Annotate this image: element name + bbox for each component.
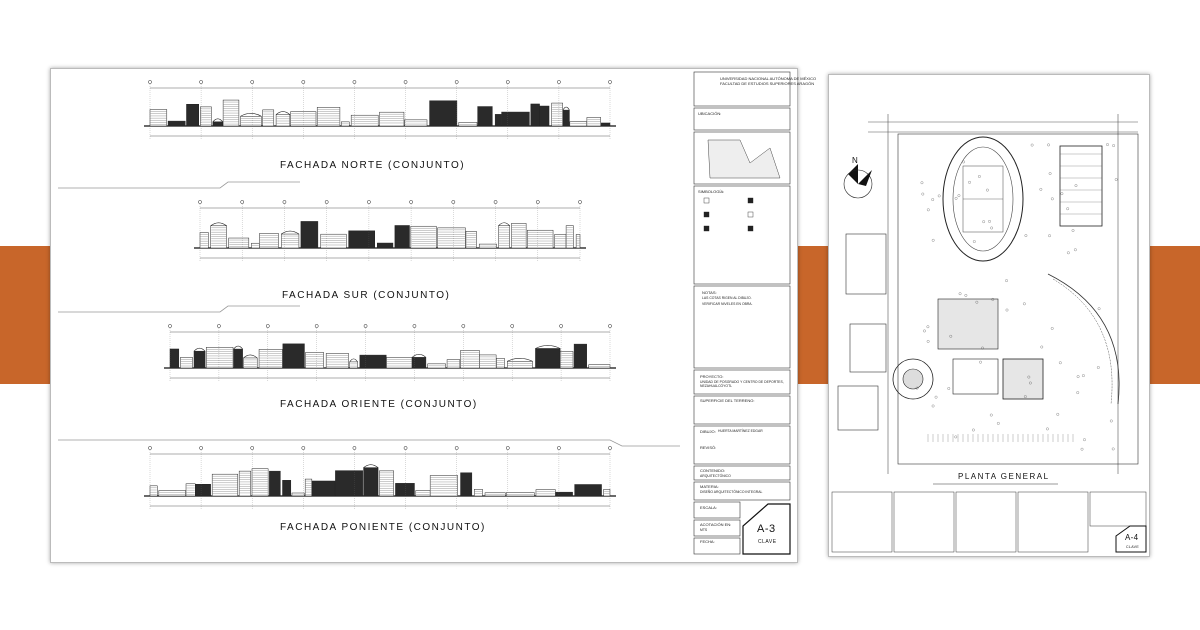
site-plan [837, 114, 1139, 485]
sheet-a3-border [50, 68, 798, 563]
tb-ubicacion-label: UBICACIÓN: [698, 111, 722, 116]
tb-materia: DISEÑO ARQUITECTÓNICO INTEGRAL [700, 490, 763, 494]
sheet-a4-site-plan: N PLANTA GENERAL A-4 CLAVE [828, 74, 1150, 557]
tb-reviso-label: REVISÓ: [700, 445, 717, 450]
tb-simbologia-label: SIMBOLOGÍA: [698, 189, 725, 194]
title-block-a4 [831, 491, 1147, 553]
tb-notas-label: NOTAS: [702, 290, 717, 295]
title-fachada-poniente: FACHADA PONIENTE (CONJUNTO) [280, 522, 486, 533]
tb-superficie-label: SUPERFICIE DEL TERRENO: [700, 398, 755, 403]
guide-line-1 [58, 181, 300, 189]
elevation-poniente [144, 446, 616, 510]
elevation-sur [194, 200, 586, 262]
tb-university: UNIVERSIDAD NACIONAL AUTÓNOMA DE MÉXICO [720, 76, 817, 81]
title-fachada-norte: FACHADA NORTE (CONJUNTO) [280, 160, 466, 171]
elevation-norte [144, 80, 616, 140]
tb-acotacion-label: ACOTACIÓN EN: [700, 522, 732, 527]
tb-escala-label: ESCALA: [700, 505, 717, 510]
elevations-drawing [50, 68, 798, 563]
tb-faculty: FACULTAD DE ESTUDIOS SUPERIORES ARAGÓN [720, 81, 815, 86]
tb-contenido: ARQUITECTÓNICO [700, 474, 731, 478]
title-fachada-oriente: FACHADA ORIENTE (CONJUNTO) [280, 399, 478, 410]
guide-line-2 [58, 305, 300, 313]
title-block-a3 [693, 71, 791, 555]
north-arrow-label: N [852, 156, 858, 165]
title-planta-general: PLANTA GENERAL [958, 472, 1050, 481]
tb-clave-label: CLAVE [758, 539, 777, 545]
site-plan-drawing [828, 74, 1150, 557]
elevation-oriente [164, 324, 616, 382]
title-fachada-sur: FACHADA SUR (CONJUNTO) [282, 290, 451, 301]
sheet-a3-elevations: FACHADA NORTE (CONJUNTO) FACHADA SUR (CO… [50, 68, 816, 563]
tb-dibujo-label: DIBUJO: [700, 429, 716, 434]
a4-clave-code: A-4 [1125, 533, 1139, 542]
tb-clave-code: A-3 [757, 523, 776, 535]
tb-acotacion: MTS [700, 528, 708, 532]
tb-nota-2: VERIFICAR NIVELES EN OBRA. [702, 302, 753, 306]
tb-contenido-label: CONTENIDO: [700, 468, 726, 473]
tb-nota-1: LAS COTAS RIGEN AL DIBUJO. [702, 296, 752, 300]
tb-proyecto: UNIDAD DE POSGRADO Y CENTRO DE DEPORTES,… [700, 380, 784, 389]
sheet-a4-border [828, 74, 1150, 557]
guide-line-3 [58, 439, 680, 447]
a4-clave-label: CLAVE [1126, 545, 1140, 549]
tb-dibujo: HUERTA MARTÍNEZ EDGAR [718, 429, 763, 433]
tb-fecha-label: FECHA: [700, 539, 715, 544]
tb-proyecto-label: PROYECTO: [700, 374, 724, 379]
tb-materia-label: MATERIA: [700, 484, 719, 489]
